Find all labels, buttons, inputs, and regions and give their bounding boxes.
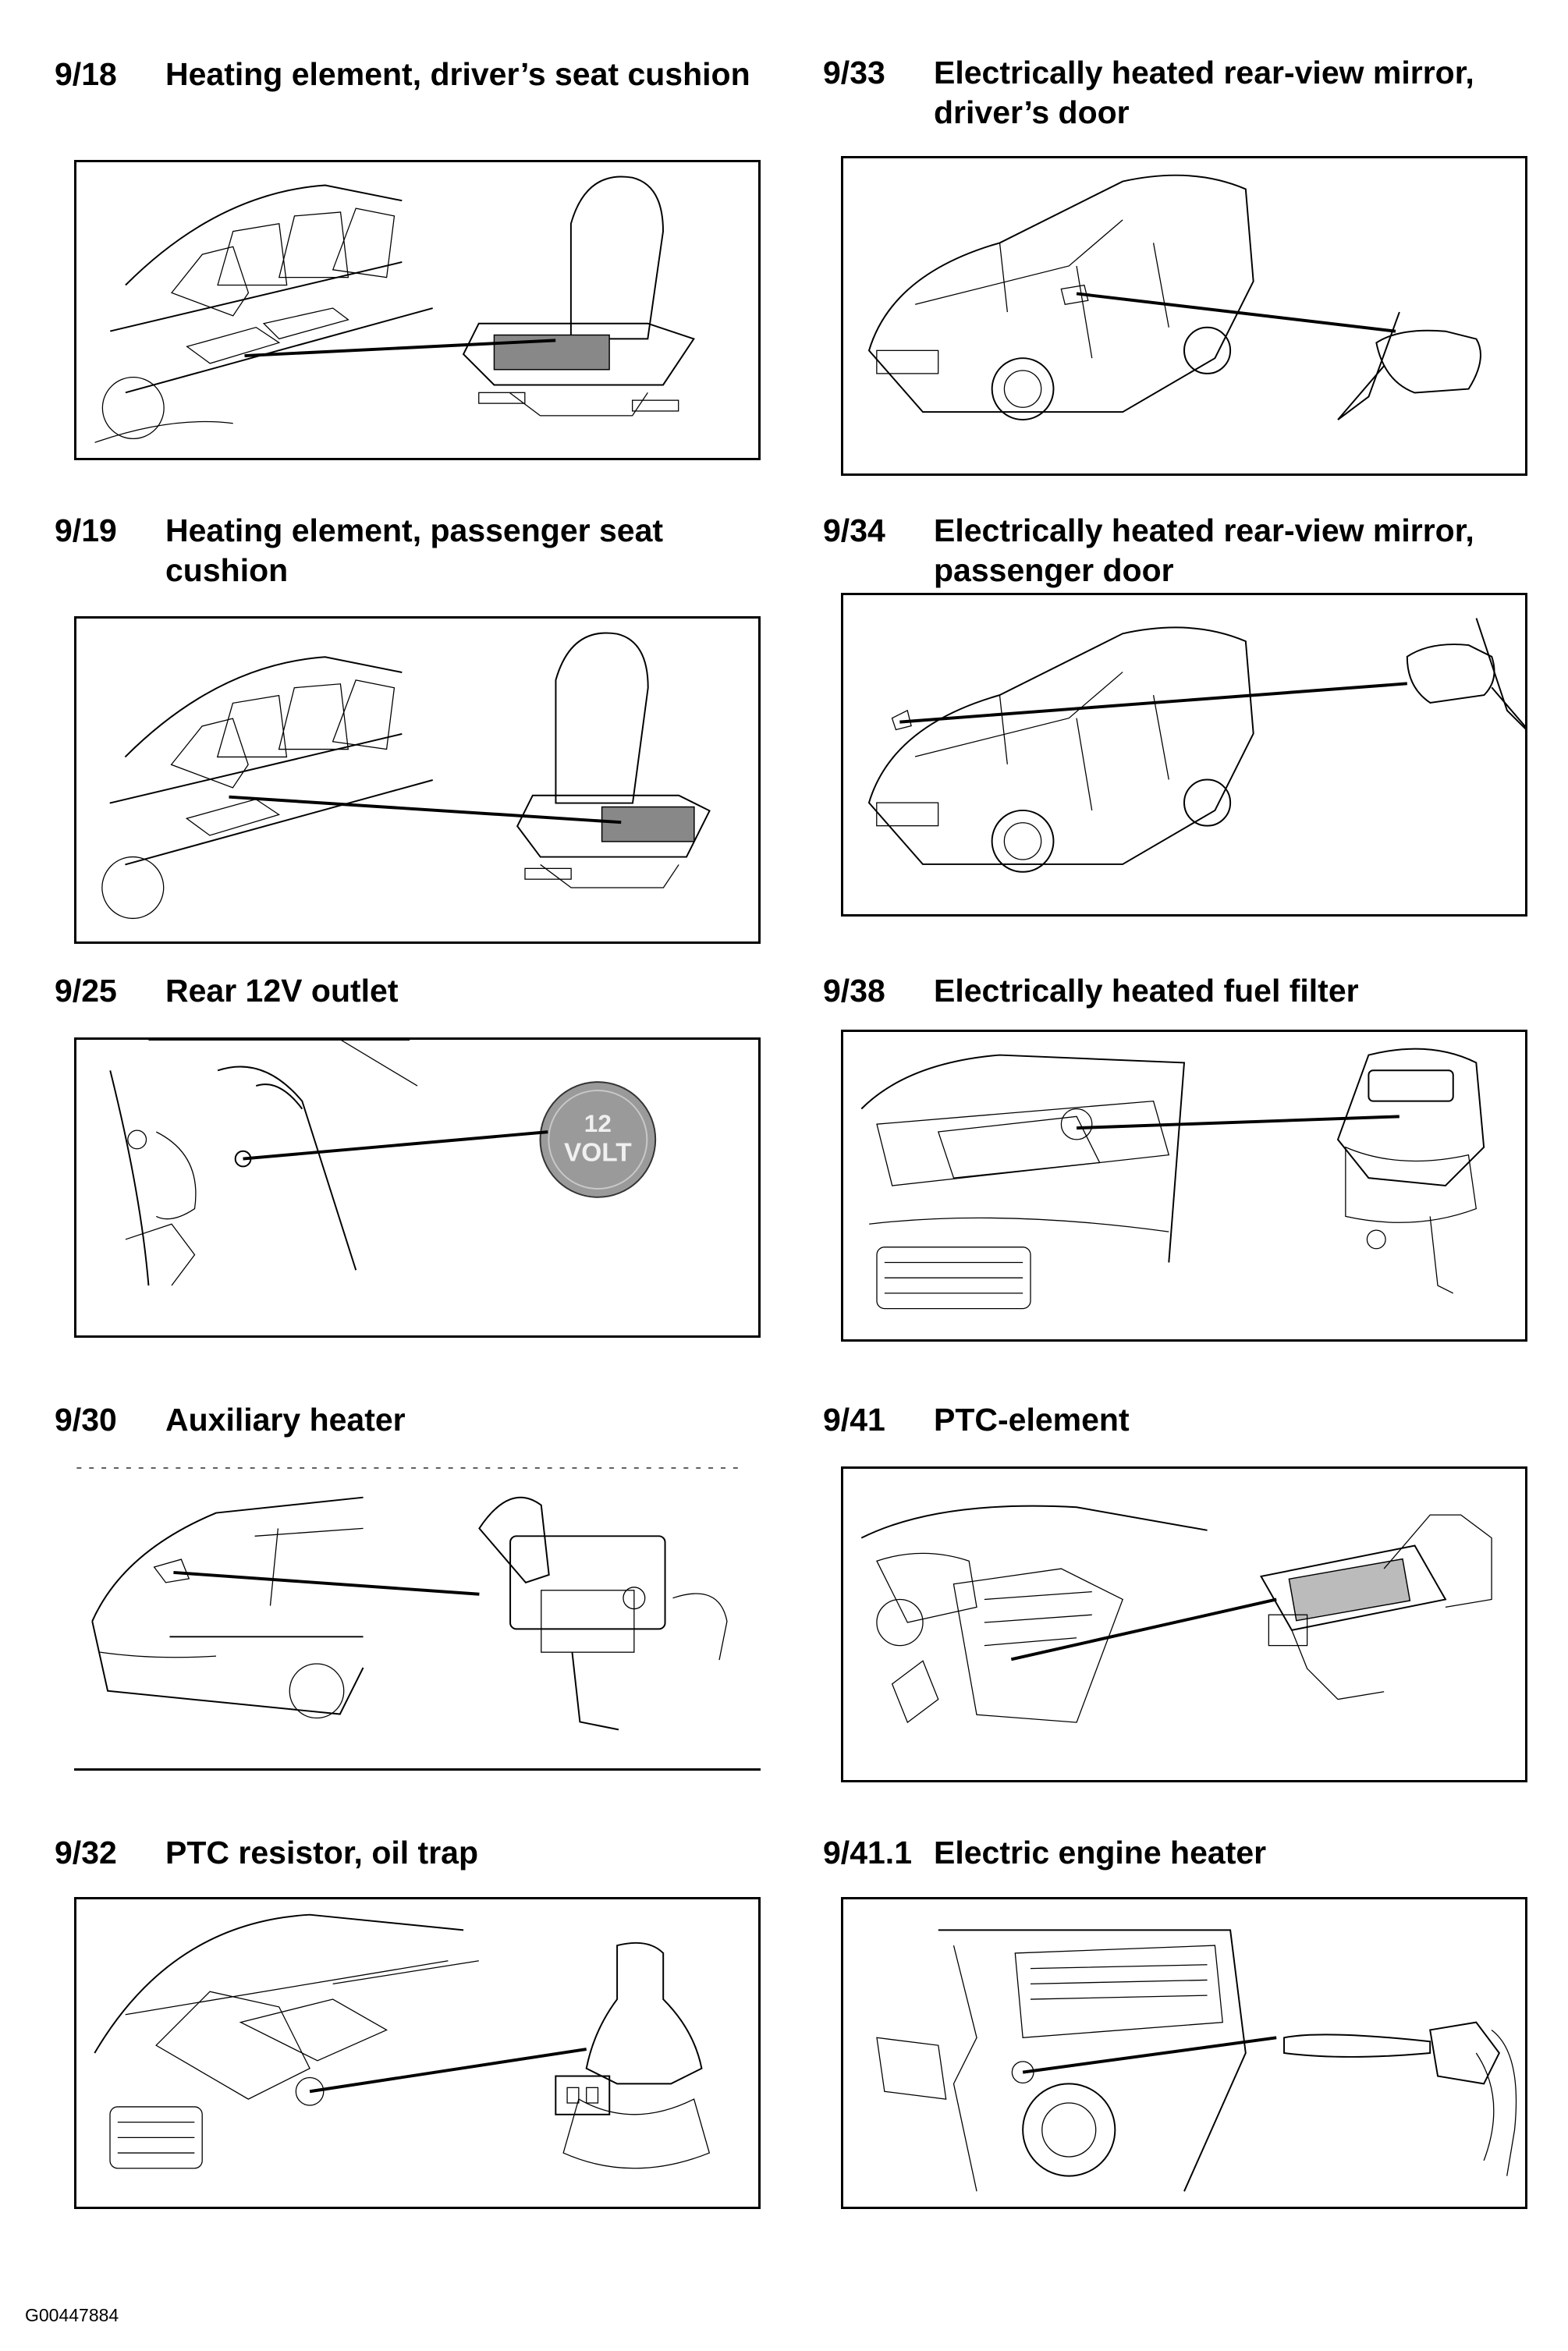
entry-title: Electrically heated fuel filter — [934, 973, 1359, 1009]
entry-title: Heating element, driver’s seat cushion — [165, 56, 750, 92]
seat-cushion-heater-illustration — [101, 632, 711, 920]
entry-title: Auxiliary heater — [165, 1402, 406, 1438]
entry-header: 9/32 PTC resistor, oil trap — [55, 1833, 757, 1919]
figure-id: G00447884 — [25, 2305, 119, 2325]
auxiliary-heater-illustration — [76, 1467, 743, 1731]
entry-code: 9/25 — [55, 973, 117, 1009]
entry-header: 9/38 Electrically heated fuel filter — [823, 971, 1525, 1057]
entry-code: 9/41 — [823, 1402, 885, 1438]
entry-title: Electric engine heater — [934, 1835, 1267, 1871]
seat-cushion-heater-illustration — [94, 176, 695, 443]
entry-code: 9/19 — [55, 512, 117, 548]
entry-code: 9/34 — [823, 512, 885, 548]
entry-9-41: 9/41 PTC-element — [823, 1400, 1525, 1486]
illustration-frame-9-41 — [841, 1466, 1527, 1782]
entry-code: 9/41.1 — [823, 1835, 912, 1871]
entry-title: Rear 12V outlet — [165, 973, 399, 1009]
entry-title: PTC resistor, oil trap — [165, 1835, 478, 1871]
entry-9-33: 9/33 Electrically heated rear-view mirro… — [823, 53, 1525, 139]
entry-header: 9/41 PTC-element — [823, 1400, 1525, 1486]
entry-9-25: 9/25 Rear 12V outlet — [55, 971, 757, 1057]
outlet-label-line2: VOLT — [564, 1139, 632, 1168]
entry-9-30: 9/30 Auxiliary heater — [55, 1400, 757, 1486]
entry-code: 9/38 — [823, 973, 885, 1009]
entry-title: Electrically heated rear-view mirror, dr… — [934, 55, 1474, 130]
entry-header: 9/34 Electrically heated rear-view mirro… — [823, 511, 1525, 597]
ptc-element-illustration — [860, 1505, 1492, 1724]
illustration-frame-9-25: 12 VOLT — [74, 1037, 761, 1338]
illustration-frame-9-19 — [74, 616, 761, 944]
entry-9-18: 9/18 Heating element, driver’s seat cush… — [55, 55, 757, 140]
illustration-frame-9-41-1 — [841, 1897, 1527, 2209]
engine-heater-illustration — [876, 1929, 1517, 2192]
rear-outlet-illustration: 12 VOLT — [109, 1040, 657, 1286]
illustration-frame-9-34 — [841, 593, 1527, 917]
entry-code: 9/32 — [55, 1835, 117, 1871]
entry-9-38: 9/38 Electrically heated fuel filter — [823, 971, 1525, 1057]
illustration-frame-9-38 — [841, 1030, 1527, 1342]
entry-header: 9/18 Heating element, driver’s seat cush… — [55, 55, 757, 140]
illustration-frame-9-18 — [74, 160, 761, 460]
entry-header: 9/19 Heating element, passenger seat cus… — [55, 511, 757, 597]
entry-9-19: 9/19 Heating element, passenger seat cus… — [55, 511, 757, 597]
illustration-frame-9-30 — [74, 1466, 761, 1771]
entry-header: 9/25 Rear 12V outlet — [55, 971, 757, 1057]
entry-header: 9/30 Auxiliary heater — [55, 1400, 757, 1486]
fuel-filter-illustration — [860, 1048, 1485, 1310]
outlet-label-line1: 12 — [584, 1109, 612, 1137]
entry-header: 9/41.1 Electric engine heater — [823, 1833, 1525, 1919]
entry-9-32: 9/32 PTC resistor, oil trap — [55, 1833, 757, 1919]
passenger-mirror-illustration — [867, 618, 1525, 873]
entry-code: 9/30 — [55, 1402, 117, 1438]
entry-9-41-1: 9/41.1 Electric engine heater — [823, 1833, 1525, 1919]
entry-code: 9/18 — [55, 56, 117, 92]
entry-title: PTC-element — [934, 1402, 1130, 1438]
entry-title: Electrically heated rear-view mirror, pa… — [934, 512, 1474, 588]
illustration-frame-9-33 — [841, 156, 1527, 476]
entry-code: 9/33 — [823, 55, 885, 90]
driver-mirror-illustration — [867, 174, 1481, 421]
entry-title: Heating element, passenger seat cushion — [165, 512, 664, 588]
entry-header: 9/33 Electrically heated rear-view mirro… — [823, 53, 1525, 139]
entry-9-34: 9/34 Electrically heated rear-view mirro… — [823, 511, 1525, 597]
illustration-frame-9-32 — [74, 1897, 761, 2209]
oil-trap-illustration — [94, 1913, 711, 2169]
